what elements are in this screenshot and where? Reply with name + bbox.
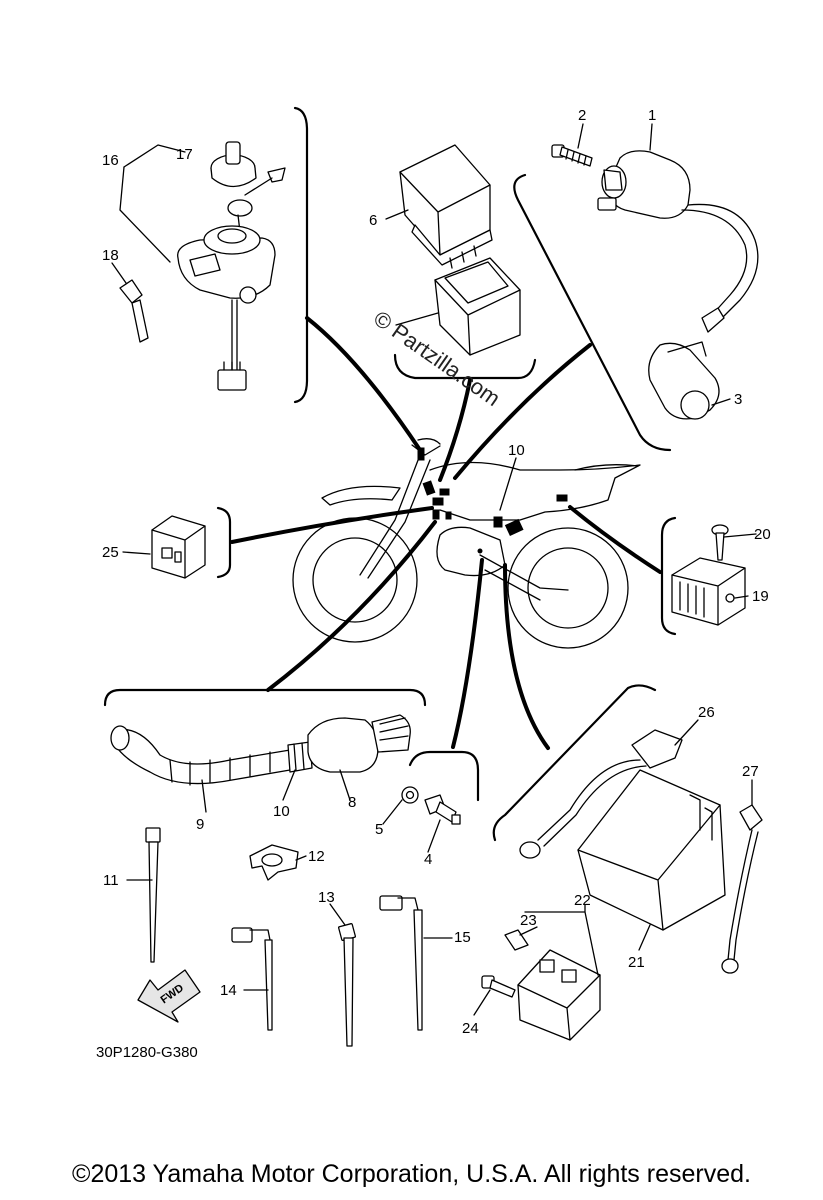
callout-22: 22 [574,892,591,909]
part-15-clip-band [379,895,423,1031]
callout-3: 3 [734,391,742,408]
part-13-cable-tie [338,923,356,1047]
callout-4: 4 [424,851,432,868]
callout-numbers: 1 2 3 6 16 17 18 10 20 19 25 9 10 8 5 4 … [102,107,771,1037]
part-21-battery [577,769,726,931]
callout-11: 11 [103,872,119,889]
part-16-main-switch [177,167,286,391]
group-brackets [103,106,677,842]
motorcycle-outline [292,438,641,649]
part-8-boot [307,714,411,773]
part-26-positive-lead [519,729,683,859]
callout-10-bottom: 10 [273,803,290,820]
callout-leaders [111,123,757,1016]
fwd-arrow: FWD [137,969,201,1023]
group-leader-lines [230,316,662,750]
part-6-cdi-unit [399,144,493,269]
callout-5: 5 [375,821,383,838]
callout-2: 2 [578,107,586,124]
part-23-fuse [504,929,529,951]
diagram-code: 30P1280-G380 [96,1044,198,1061]
callout-16: 16 [102,152,119,169]
part-14-clip-band [231,927,273,1031]
part-18-key [119,279,149,343]
callout-13: 13 [318,889,335,906]
part-27-negative-lead [721,804,763,974]
part-11-cable-tie [145,827,161,963]
callout-23: 23 [520,912,537,929]
part-19-rectifier [671,557,746,626]
callout-9: 9 [196,816,204,833]
copyright-notice: ©2013 Yamaha Motor Corporation, U.S.A. A… [72,1160,751,1188]
part-24-bolt [481,975,516,998]
part-3-plug-cap [648,341,720,420]
callout-10-top: 10 [508,442,525,459]
callout-6: 6 [369,212,377,229]
part-4-neutral-switch [424,794,461,825]
callout-21: 21 [628,954,645,971]
part-25-relay [151,515,206,579]
callout-26: 26 [698,704,715,721]
part-10-harness-sleeve [287,741,313,773]
part-7-cdi-bracket [434,257,521,356]
part-1-ignition-coil [597,150,759,333]
part-20-screw [711,524,729,561]
part-5-gasket [401,786,419,804]
callout-20: 20 [754,526,771,543]
callout-17: 17 [176,146,193,163]
callout-15: 15 [454,929,471,946]
part-22-starter-relay [517,949,601,1041]
part-12-clamp [249,844,299,881]
callout-25: 25 [102,544,119,561]
callout-1: 1 [648,107,656,124]
callout-24: 24 [462,1020,479,1037]
part-17-cap [210,141,257,188]
callout-18: 18 [102,247,119,264]
callout-8: 8 [348,794,356,811]
part-2-bolt [551,144,593,167]
part-9-harness-tube [110,725,291,786]
callout-12: 12 [308,848,325,865]
callout-27: 27 [742,763,759,780]
callout-19: 19 [752,588,769,605]
callout-14: 14 [220,982,237,999]
